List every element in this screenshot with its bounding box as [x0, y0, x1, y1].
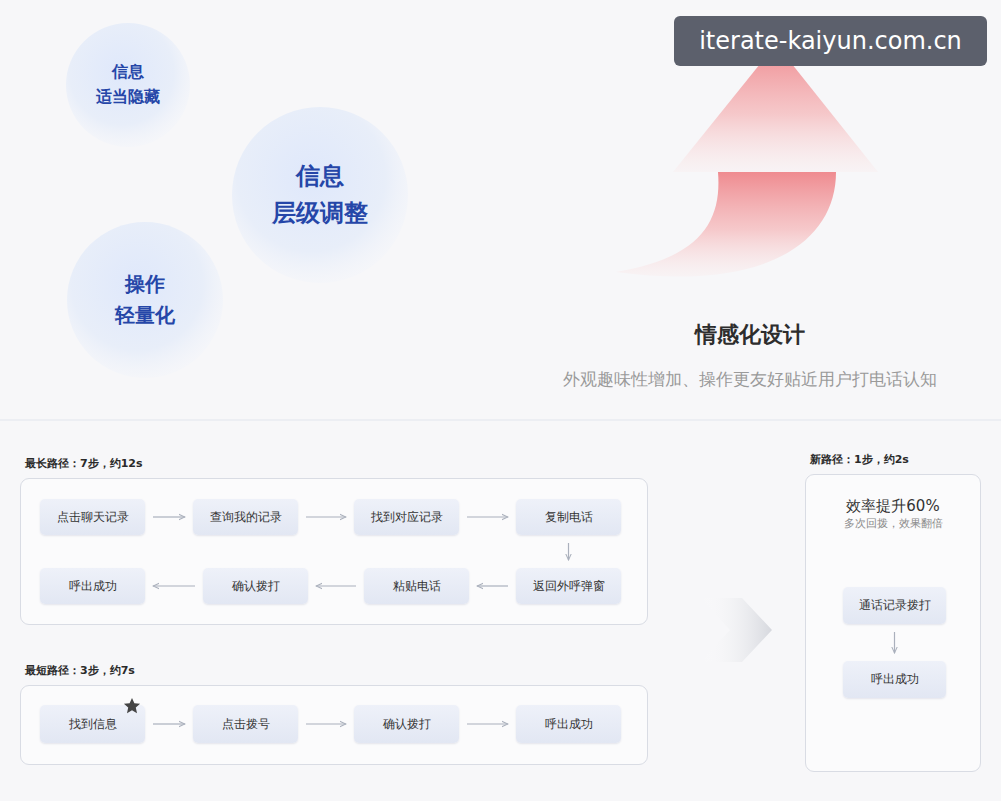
flow-arrow [467, 516, 508, 517]
box-label: 返回外呼弹窗 [533, 578, 605, 595]
circle-shape [67, 222, 223, 378]
box-label: 点击聊天记录 [57, 509, 129, 526]
flow-arrow [894, 632, 895, 653]
box-label: 通话记录拨打 [859, 597, 931, 614]
flow-arrow [306, 723, 346, 724]
arrow-shaft-illustration [616, 172, 836, 277]
box-label: 确认拨打 [232, 578, 280, 595]
process-box: 呼出成功 [843, 661, 946, 698]
topic-circle: 操作 轻量化 [67, 222, 223, 378]
process-box: 呼出成功 [40, 568, 145, 604]
box-label: 呼出成功 [545, 716, 593, 733]
box-label: 点击拨号 [222, 716, 270, 733]
process-box: 返回外呼弹窗 [516, 568, 621, 604]
process-box: 粘贴电话 [364, 568, 469, 604]
flow-arrow [467, 723, 508, 724]
flow-arrow [477, 585, 508, 586]
circle-label: 操作 轻量化 [115, 269, 175, 331]
path-panel: 最短路径：3步，约7s找到信息点击拨号确认拨打呼出成功 [20, 685, 648, 765]
process-box: 点击聊天记录 [40, 499, 145, 535]
box-label: 找到对应记录 [371, 509, 443, 526]
flow-arrow [568, 543, 569, 560]
circle-outline [232, 107, 408, 283]
flow-arrow [153, 723, 185, 724]
star-symbol [124, 698, 140, 713]
circle-outline [67, 222, 223, 378]
process-box: 点击拨号 [193, 705, 298, 743]
path-panel: 新路径：1步，约2s效率提升60%多次回拨，效果翻倍通话记录拨打呼出成功 [805, 474, 981, 772]
divider-line [0, 419, 1001, 421]
box-label: 找到信息 [69, 716, 117, 733]
panel-heading: 最长路径：7步，约12s [25, 456, 143, 471]
topic-circle: 信息 适当隐藏 [66, 23, 190, 147]
box-label: 呼出成功 [871, 671, 919, 688]
circle-shape [232, 107, 408, 283]
circle-shape [66, 23, 190, 147]
process-box: 查询我的记录 [193, 499, 298, 535]
process-box: 找到对应记录 [354, 499, 459, 535]
box-label: 查询我的记录 [210, 509, 282, 526]
topic-circle: 信息 层级调整 [232, 107, 408, 283]
panel-heading: 最短路径：3步，约7s [25, 663, 135, 678]
flow-arrow [316, 585, 356, 586]
metric-note: 多次回拨，效果翻倍 [806, 517, 980, 531]
process-box: 确认拨打 [354, 705, 459, 743]
section-title: 情感化设计 [600, 320, 900, 350]
process-box: 复制电话 [516, 499, 621, 535]
transition-arrow [700, 598, 772, 662]
flow-arrow [153, 585, 195, 586]
metric-text: 效率提升60% [806, 497, 980, 516]
box-label: 呼出成功 [69, 578, 117, 595]
box-label: 复制电话 [545, 509, 593, 526]
path-panel: 最长路径：7步，约12s点击聊天记录查询我的记录找到对应记录复制电话返回外呼弹窗… [20, 478, 648, 625]
flow-arrow [153, 516, 185, 517]
circle-label: 信息 适当隐藏 [96, 60, 160, 110]
flow-arrow [306, 516, 346, 517]
circle-outline [66, 23, 190, 147]
process-box: 通话记录拨打 [843, 587, 946, 624]
process-box: 确认拨打 [203, 568, 308, 604]
process-box: 呼出成功 [516, 705, 621, 743]
section-subtitle: 外观趣味性增加、操作更友好贴近用户打电话认知 [500, 368, 1000, 391]
box-label: 粘贴电话 [393, 578, 441, 595]
watermark: iterate-kaiyun.com.cn [674, 16, 987, 66]
circle-label: 信息 层级调整 [272, 158, 368, 232]
process-box: 找到信息 [40, 705, 145, 743]
box-label: 确认拨打 [383, 716, 431, 733]
panel-heading: 新路径：1步，约2s [810, 452, 909, 467]
